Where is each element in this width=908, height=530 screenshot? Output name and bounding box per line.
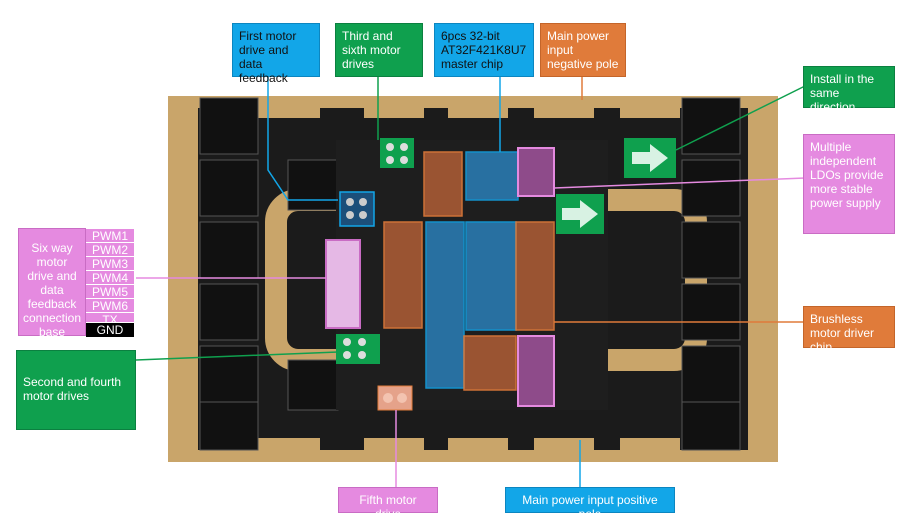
direction-arrow-icon xyxy=(624,138,676,178)
motor-pads-first xyxy=(339,191,375,227)
leader-line xyxy=(267,76,338,201)
mosfet xyxy=(287,359,339,411)
mosfet xyxy=(681,345,741,403)
mosfet xyxy=(681,401,741,451)
mosfet xyxy=(199,345,259,403)
copper-pad xyxy=(252,96,320,118)
copper-pad xyxy=(252,438,320,462)
callout-brushless-driver: Brushless motor driver chip xyxy=(803,306,895,354)
master-chip xyxy=(465,151,519,201)
callout-install-direction: Install in the same direction xyxy=(803,66,895,114)
leader-line xyxy=(675,85,806,151)
mosfet xyxy=(681,283,741,341)
master-chip xyxy=(465,221,517,331)
pin-label: PWM2 xyxy=(86,242,134,257)
direction-arrow-icon xyxy=(556,194,604,234)
connection-base xyxy=(325,239,361,329)
copper-pad xyxy=(620,438,680,462)
callout-six-way-base: Six way motor drive and data feedback co… xyxy=(18,228,86,339)
motor-pads-fifth xyxy=(377,385,413,411)
mosfet xyxy=(199,97,259,155)
pin-label: PWM4 xyxy=(86,270,134,285)
copper-pad xyxy=(448,438,508,462)
motor-pads-second-fourth xyxy=(336,334,380,364)
callout-negative-pole: Main power input negative pole xyxy=(540,23,626,77)
copper-pad xyxy=(534,96,594,118)
driver-chip xyxy=(515,221,555,331)
ldo-region xyxy=(517,147,555,197)
callout-positive-pole: Main power input positive pole xyxy=(505,487,675,521)
motor-pads-third-sixth xyxy=(380,138,414,168)
pin-label: PWM3 xyxy=(86,256,134,271)
pin-label: PWM1 xyxy=(86,228,134,243)
leader-line xyxy=(135,351,339,361)
copper-pad xyxy=(620,96,680,118)
copper-edge-right xyxy=(748,96,778,462)
callout-third-sixth: Third and sixth motor drives xyxy=(335,23,423,77)
mosfet xyxy=(199,221,259,279)
callout-ldo: Multiple independent LDOs provide more s… xyxy=(803,134,895,234)
copper-pad xyxy=(364,438,424,462)
mosfet xyxy=(681,159,741,217)
mosfet xyxy=(681,221,741,279)
ldo-region xyxy=(517,335,555,407)
pin-label: PWM5 xyxy=(86,284,134,299)
master-chip xyxy=(425,221,465,389)
copper-edge-left xyxy=(168,96,198,462)
callout-second-fourth: Second and fourth motor drives xyxy=(16,350,136,430)
mosfet xyxy=(199,401,259,451)
pin-label: PWM6 xyxy=(86,298,134,313)
mosfet xyxy=(287,159,339,211)
pin-label: GND xyxy=(86,322,134,337)
copper-pad xyxy=(534,438,594,462)
mosfet xyxy=(199,283,259,341)
mosfet xyxy=(681,97,741,155)
callout-master-chip: 6pcs 32-bit AT32F421K8U7 master chip xyxy=(434,23,534,77)
callout-fifth-motor: Fifth motor drive xyxy=(338,487,438,521)
callout-first-motor: First motor drive and data feedback xyxy=(232,23,320,85)
driver-chip xyxy=(383,221,423,329)
mosfet xyxy=(199,159,259,217)
driver-chip xyxy=(463,335,517,391)
copper-pad xyxy=(448,96,508,118)
leader-line xyxy=(553,177,806,189)
copper-pad xyxy=(364,96,424,118)
driver-chip xyxy=(423,151,463,217)
